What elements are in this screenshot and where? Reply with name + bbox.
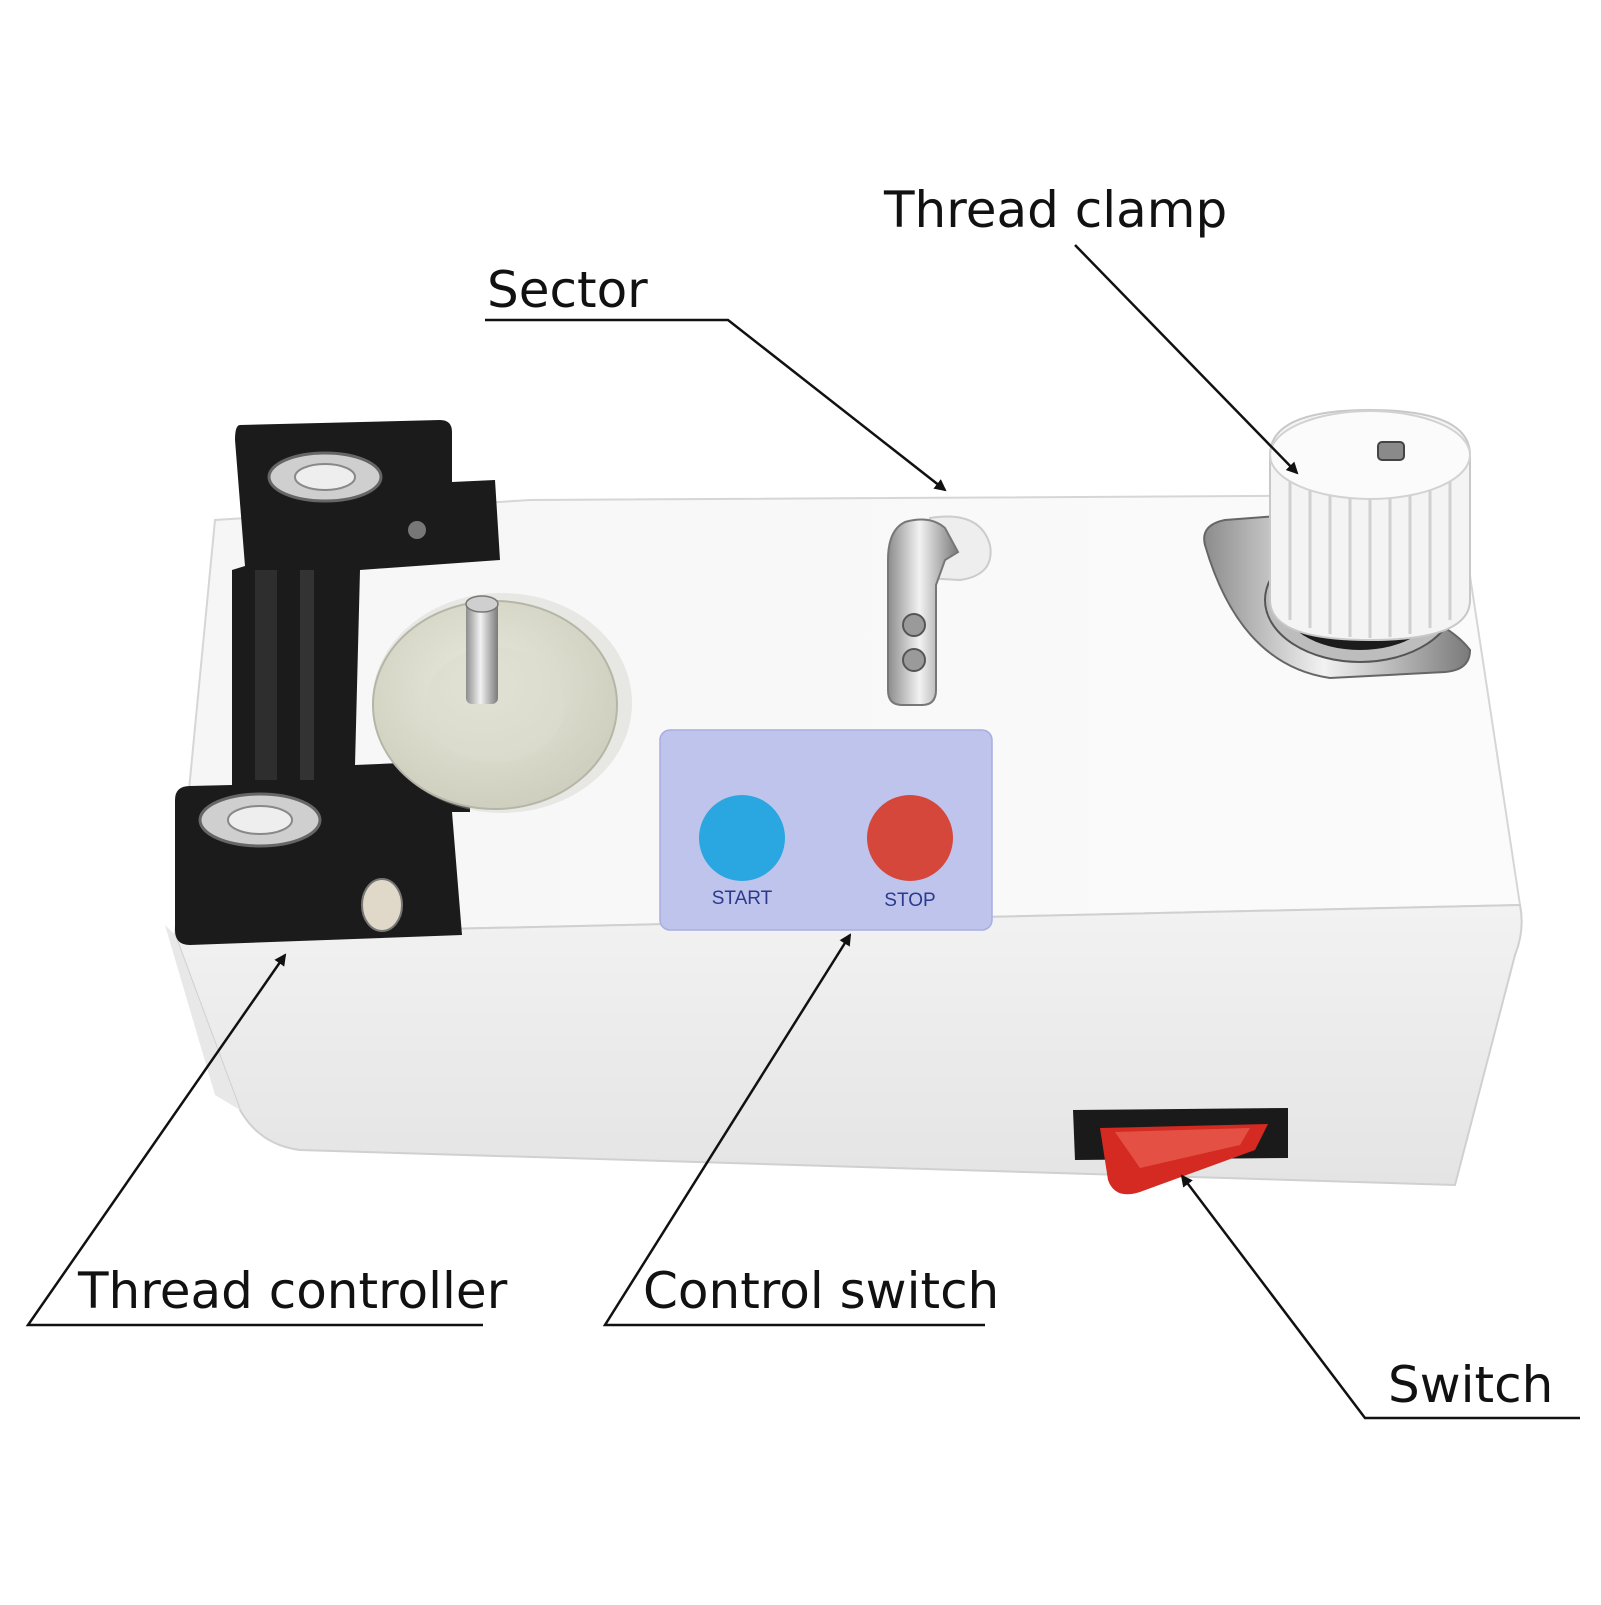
stop-button[interactable] — [867, 795, 953, 881]
leader-thread-clamp — [1074, 244, 1299, 475]
leader-lines — [25, 244, 1580, 1420]
stop-label: STOP — [884, 890, 935, 911]
leader-switch — [1180, 1174, 1580, 1420]
control-switch-panel: START STOP — [659, 729, 993, 931]
bobbin-spindle-icon — [372, 593, 632, 813]
leader-thread-controller — [25, 953, 483, 1327]
leader-control-switch — [602, 933, 985, 1327]
thread-controller-bracket — [175, 420, 500, 945]
start-button[interactable] — [699, 795, 785, 881]
callout-thread-clamp: Thread clamp — [884, 181, 1228, 239]
rocker-switch-icon[interactable] — [1073, 1108, 1288, 1195]
callout-thread-controller: Thread controller — [78, 1262, 508, 1320]
start-label: START — [712, 888, 773, 909]
callout-sector: Sector — [487, 261, 648, 319]
thread-tension-knob-icon — [1203, 408, 1472, 680]
callout-control-switch: Control switch — [643, 1262, 1000, 1320]
sector-plate-icon — [887, 515, 992, 706]
leader-sector — [485, 318, 947, 492]
callout-switch: Switch — [1388, 1356, 1554, 1414]
